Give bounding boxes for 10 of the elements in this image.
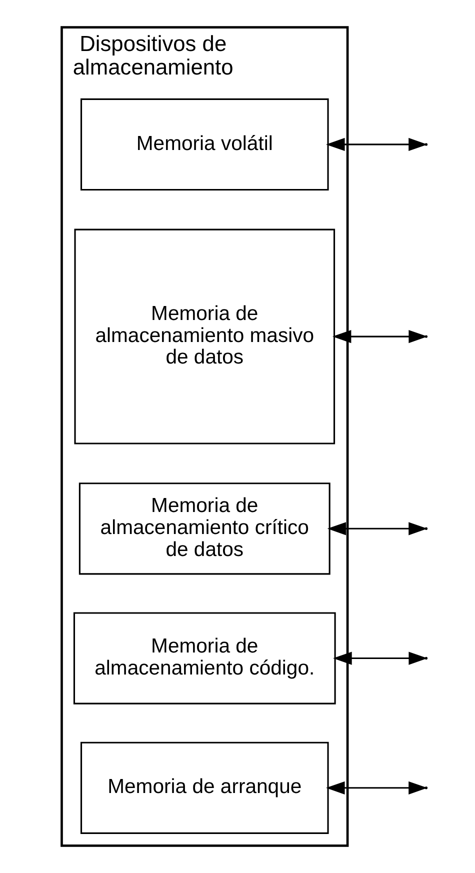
node-box: Memoria de almacenamiento masivo de datos bbox=[74, 228, 335, 444]
arrow bbox=[332, 652, 427, 665]
node-box: Memoria de almacenamiento código. bbox=[72, 612, 336, 704]
arrow bbox=[326, 522, 427, 536]
arrow bbox=[326, 781, 427, 794]
arrow bbox=[332, 330, 427, 344]
node-box: Memoria de almacenamiento crítico de datos bbox=[78, 482, 330, 575]
arrow bbox=[326, 138, 427, 152]
node-box: Memoria de arranque bbox=[80, 742, 328, 834]
node-box: Memoria volátil bbox=[80, 98, 328, 191]
